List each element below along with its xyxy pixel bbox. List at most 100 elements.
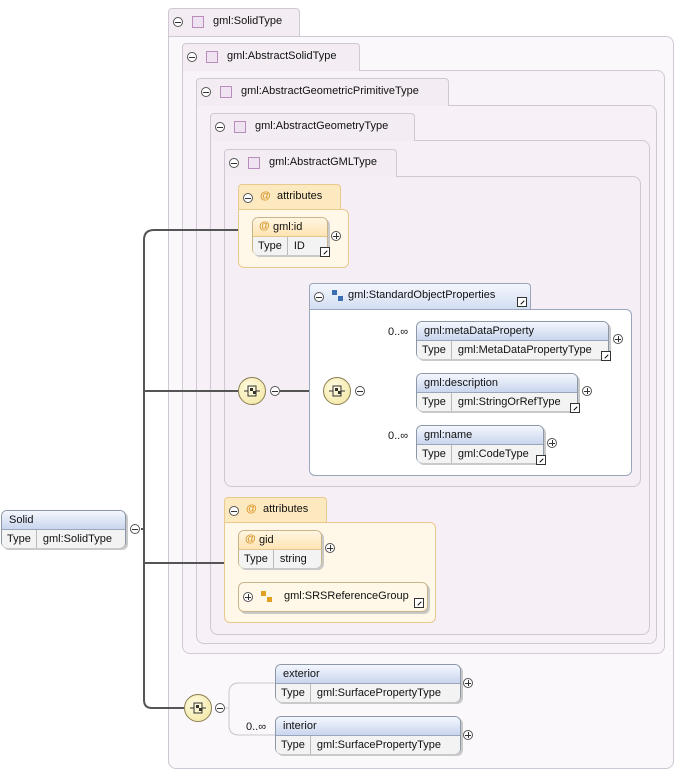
- complex-type-icon: [248, 157, 260, 169]
- type-label: Type: [258, 237, 288, 255]
- expand-icon[interactable]: [547, 438, 557, 448]
- type-link-icon[interactable]: [320, 247, 330, 257]
- type-label: Type: [281, 736, 311, 754]
- attribute-icon: @: [260, 190, 271, 202]
- element-description[interactable]: gml:description Type gml:StringOrRefType: [416, 373, 580, 413]
- type-value: gml:CodeType: [457, 448, 529, 460]
- collapse-icon[interactable]: [187, 52, 197, 62]
- attribute-type-row: Type string: [239, 550, 321, 568]
- complex-type-icon: [234, 121, 246, 133]
- type-value: string: [279, 553, 307, 565]
- collapse-icon[interactable]: [355, 386, 365, 396]
- collapse-icon[interactable]: [229, 506, 239, 516]
- collapse-icon[interactable]: [173, 17, 183, 27]
- abstract-gml-type-tab[interactable]: gml:AbstractGMLType: [224, 149, 397, 177]
- element-name: gml:name: [417, 426, 543, 445]
- expand-icon[interactable]: [463, 730, 473, 740]
- expand-icon[interactable]: [613, 334, 623, 344]
- type-link-icon[interactable]: [570, 403, 580, 413]
- element-type-row: Type gml:CodeType: [417, 445, 543, 463]
- attribute-icon: @: [245, 533, 256, 545]
- attributes-label: attributes: [263, 503, 309, 515]
- type-label: Type: [422, 341, 452, 359]
- abstract-solid-type-tab[interactable]: gml:AbstractSolidType: [182, 43, 360, 71]
- attribute-icon: @: [246, 503, 257, 515]
- attribute-name: gid: [239, 531, 321, 550]
- group-link-icon[interactable]: [517, 297, 527, 307]
- abstract-geometric-primitive-type-tab[interactable]: gml:AbstractGeometricPrimitiveType: [196, 78, 449, 106]
- expand-icon[interactable]: [582, 386, 592, 396]
- type-name: gml:AbstractGMLType: [269, 156, 377, 168]
- collapse-icon[interactable]: [314, 292, 324, 302]
- attributes-tab[interactable]: @ attributes: [238, 184, 341, 210]
- attribute-group-icon: [261, 591, 273, 603]
- collapse-icon[interactable]: [243, 193, 253, 203]
- element-meta-data-property[interactable]: gml:metaDataProperty Type gml:MetaDataPro…: [416, 321, 611, 361]
- type-link-icon[interactable]: [601, 351, 611, 361]
- attributes-label: attributes: [277, 190, 323, 202]
- group-link-icon[interactable]: [414, 598, 424, 608]
- attribute-type-row: Type ID: [253, 237, 327, 255]
- cardinality: 0..∞: [388, 430, 409, 442]
- element-interior[interactable]: interior Type gml:SurfacePropertyType: [275, 716, 461, 754]
- cardinality: 0..∞: [388, 326, 409, 338]
- element-name: gml:metaDataProperty: [417, 322, 608, 341]
- type-label: Type: [7, 530, 37, 548]
- srs-reference-group[interactable]: gml:SRSReferenceGroup: [238, 582, 428, 612]
- group-ref-name: gml:SRSReferenceGroup: [284, 590, 409, 602]
- type-value: gml:SurfacePropertyType: [316, 739, 441, 751]
- type-name: gml:AbstractSolidType: [227, 50, 337, 62]
- collapse-icon[interactable]: [201, 87, 211, 97]
- collapse-icon[interactable]: [270, 386, 280, 396]
- attribute-name: gml:id: [253, 218, 327, 237]
- root-element-solid[interactable]: Solid Type gml:SolidType: [1, 510, 126, 548]
- collapse-icon[interactable]: [130, 524, 140, 534]
- element-name-box[interactable]: gml:name Type gml:CodeType: [416, 425, 546, 465]
- expand-icon[interactable]: [325, 543, 335, 553]
- type-link-icon[interactable]: [536, 455, 546, 465]
- collapse-icon[interactable]: [215, 703, 225, 713]
- type-value: gml:SolidType: [42, 533, 112, 545]
- type-value: ID: [293, 240, 305, 252]
- collapse-icon[interactable]: [229, 158, 239, 168]
- type-label: Type: [422, 445, 452, 463]
- group-icon: [332, 290, 344, 302]
- element-type-row: Type gml:StringOrRefType: [417, 393, 577, 411]
- attribute-gid[interactable]: @ gid Type string: [238, 530, 322, 568]
- type-label: Type: [281, 684, 311, 702]
- complex-type-icon: [206, 51, 218, 63]
- collapse-icon[interactable]: [215, 122, 225, 132]
- element-name: gml:description: [417, 374, 577, 393]
- element-name: interior: [276, 717, 460, 736]
- attributes-tab[interactable]: @ attributes: [224, 497, 327, 523]
- sequence-compositor-icon[interactable]: [184, 694, 212, 722]
- element-name: Solid: [2, 511, 125, 530]
- element-type-row: Type gml:SolidType: [2, 530, 125, 548]
- type-name: gml:AbstractGeometricPrimitiveType: [241, 85, 419, 97]
- abstract-geometry-type-tab[interactable]: gml:AbstractGeometryType: [210, 113, 415, 141]
- sequence-compositor-icon[interactable]: [323, 377, 351, 405]
- sequence-compositor-icon[interactable]: [238, 377, 266, 405]
- complex-type-icon: [220, 86, 232, 98]
- expand-icon[interactable]: [331, 231, 341, 241]
- complex-type-icon: [192, 16, 204, 28]
- element-type-row: Type gml:MetaDataPropertyType: [417, 341, 608, 359]
- type-label: Type: [422, 393, 452, 411]
- type-name: gml:AbstractGeometryType: [255, 120, 389, 132]
- type-value: gml:StringOrRefType: [457, 396, 561, 408]
- element-type-row: Type gml:SurfacePropertyType: [276, 684, 460, 702]
- solid-type-tab[interactable]: gml:SolidType: [168, 8, 300, 36]
- type-name: gml:SolidType: [213, 15, 283, 27]
- group-name: gml:StandardObjectProperties: [348, 289, 496, 301]
- element-type-row: Type gml:SurfacePropertyType: [276, 736, 460, 754]
- type-value: gml:MetaDataPropertyType: [457, 344, 592, 356]
- expand-icon[interactable]: [463, 678, 473, 688]
- expand-icon[interactable]: [243, 592, 253, 602]
- type-label: Type: [244, 550, 274, 568]
- cardinality: 0..∞: [246, 721, 267, 733]
- type-value: gml:SurfacePropertyType: [316, 687, 441, 699]
- standard-object-properties-tab[interactable]: gml:StandardObjectProperties: [309, 283, 531, 309]
